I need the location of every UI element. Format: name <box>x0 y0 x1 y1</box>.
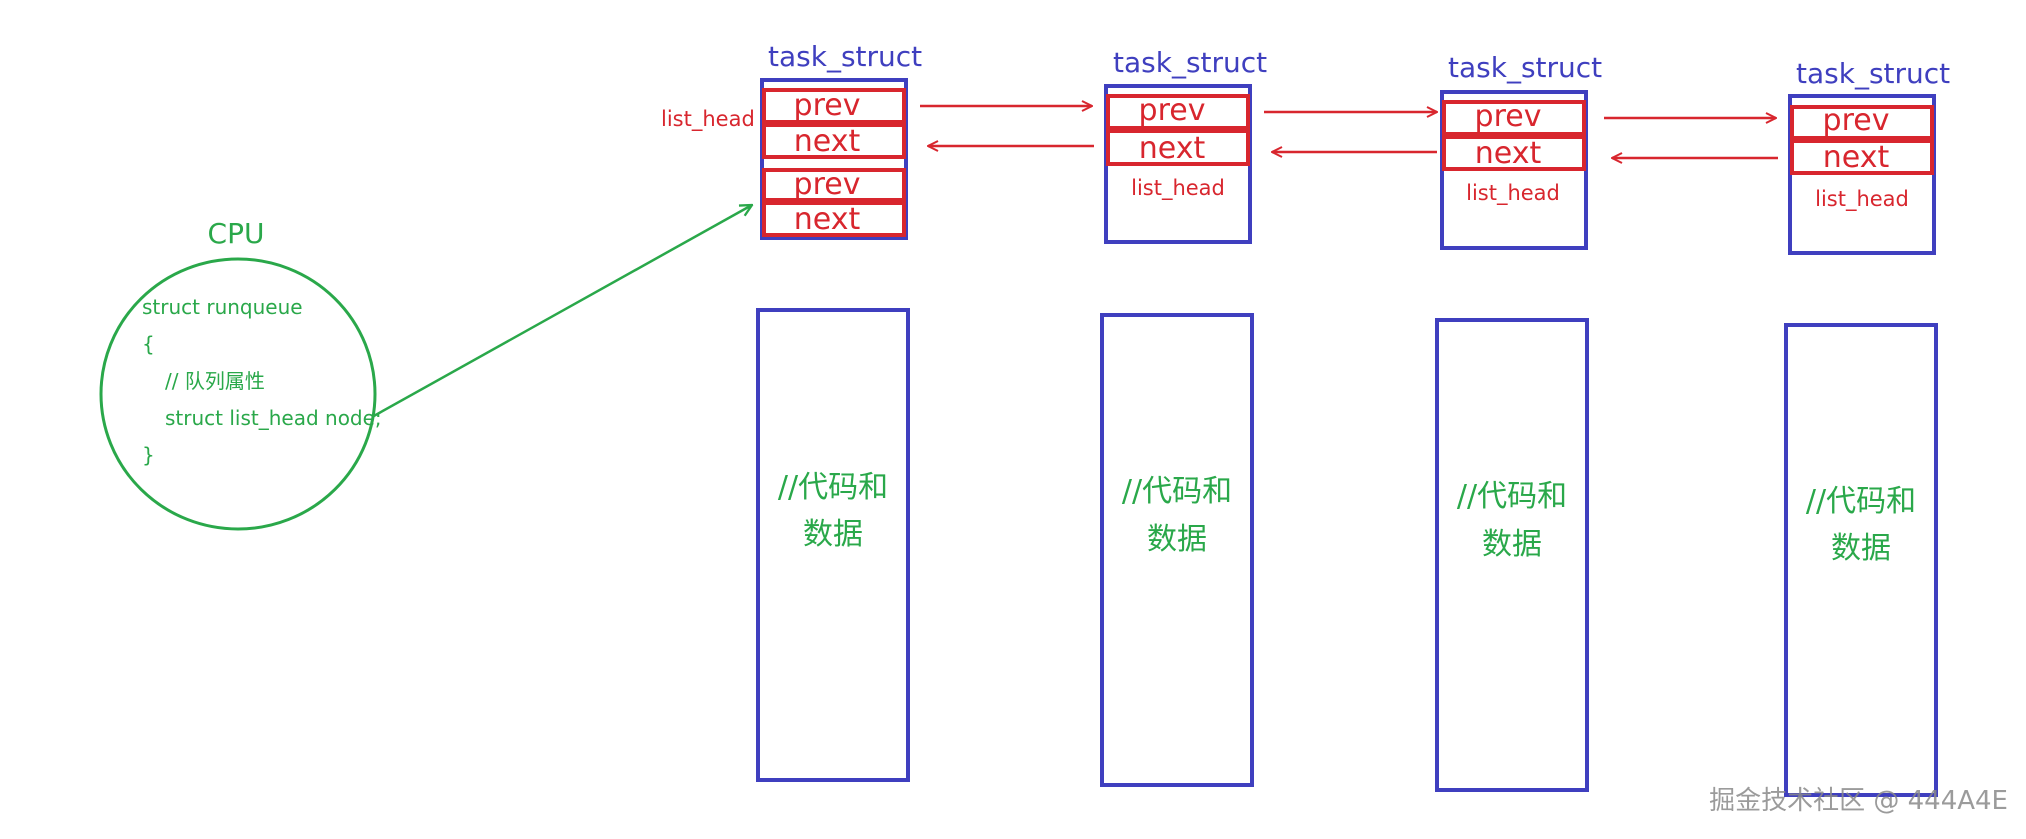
task-struct-title: task_struct <box>1113 46 1267 79</box>
task-body-line: //代码和 <box>778 470 888 505</box>
field-next-box <box>1106 129 1250 166</box>
cpu-node: CPU struct runqueue { // 队列属性 struct lis… <box>99 217 382 531</box>
field-prev-box <box>1442 100 1586 136</box>
field-prev-label: prev <box>1475 99 1542 134</box>
task-struct-4: task_struct prev next list_head //代码和 数据 <box>1784 57 1950 797</box>
task-struct-title: task_struct <box>1796 57 1950 90</box>
cpu-code-line: } <box>142 443 155 467</box>
field-prev-box <box>1790 105 1934 140</box>
task-body-line: //代码和 <box>1122 474 1232 509</box>
cpu-code-line: { <box>142 332 155 356</box>
field-prev-label: prev <box>1823 103 1890 138</box>
task-body-line: 数据 <box>803 517 863 552</box>
task-body-line: //代码和 <box>1457 479 1567 514</box>
field-next-label: next <box>1475 136 1542 171</box>
field-prev-box <box>762 88 906 124</box>
field-next-label: next <box>1139 131 1206 166</box>
task-body-line: 数据 <box>1147 522 1207 557</box>
list-head-label: list_head <box>1131 176 1225 201</box>
field-next-label: next <box>794 202 861 237</box>
cpu-title: CPU <box>208 217 265 250</box>
list-head-label: list_head <box>1466 181 1560 206</box>
cpu-code-line: // 队列属性 <box>165 369 265 393</box>
watermark: 掘金技术社区 @ 444A4E <box>1709 786 2008 816</box>
task-body-line: //代码和 <box>1806 484 1916 519</box>
task-struct-3: task_struct prev next list_head //代码和 数据 <box>1435 51 1602 792</box>
field-next-label: next <box>1823 140 1890 175</box>
cpu-code-line: struct runqueue <box>142 295 303 319</box>
cpu-circle <box>99 257 377 531</box>
task-struct-2: task_struct prev next list_head //代码和 数据 <box>1100 46 1267 787</box>
field-prev-label: prev <box>794 167 861 202</box>
runqueue-to-first-task-arrow <box>371 205 752 419</box>
task-body-line: 数据 <box>1831 531 1891 566</box>
task-body-box <box>1435 318 1589 792</box>
list-head-label: list_head <box>661 107 755 132</box>
field-prev-label: prev <box>1139 93 1206 128</box>
field-prev-box <box>1106 94 1250 130</box>
task-body-box <box>1100 313 1254 787</box>
list-head-label: list_head <box>1815 187 1909 212</box>
task-body-line: 数据 <box>1482 527 1542 562</box>
task-struct-title: task_struct <box>1448 51 1602 84</box>
task-body-box <box>756 308 910 782</box>
field-prev-label: prev <box>794 88 861 123</box>
field-next-box <box>1442 135 1586 171</box>
field-next-label: next <box>794 124 861 159</box>
task-body-box <box>1784 323 1938 797</box>
field-next-box <box>1790 139 1934 175</box>
field-next-box <box>762 201 906 237</box>
field-next-box <box>762 123 906 159</box>
cpu-code-line: struct list_head node; <box>165 406 382 430</box>
task-struct-title: task_struct <box>768 40 922 73</box>
task-struct-1: task_struct list_head prev next prev nex… <box>661 40 922 782</box>
field-prev-box <box>762 168 906 202</box>
